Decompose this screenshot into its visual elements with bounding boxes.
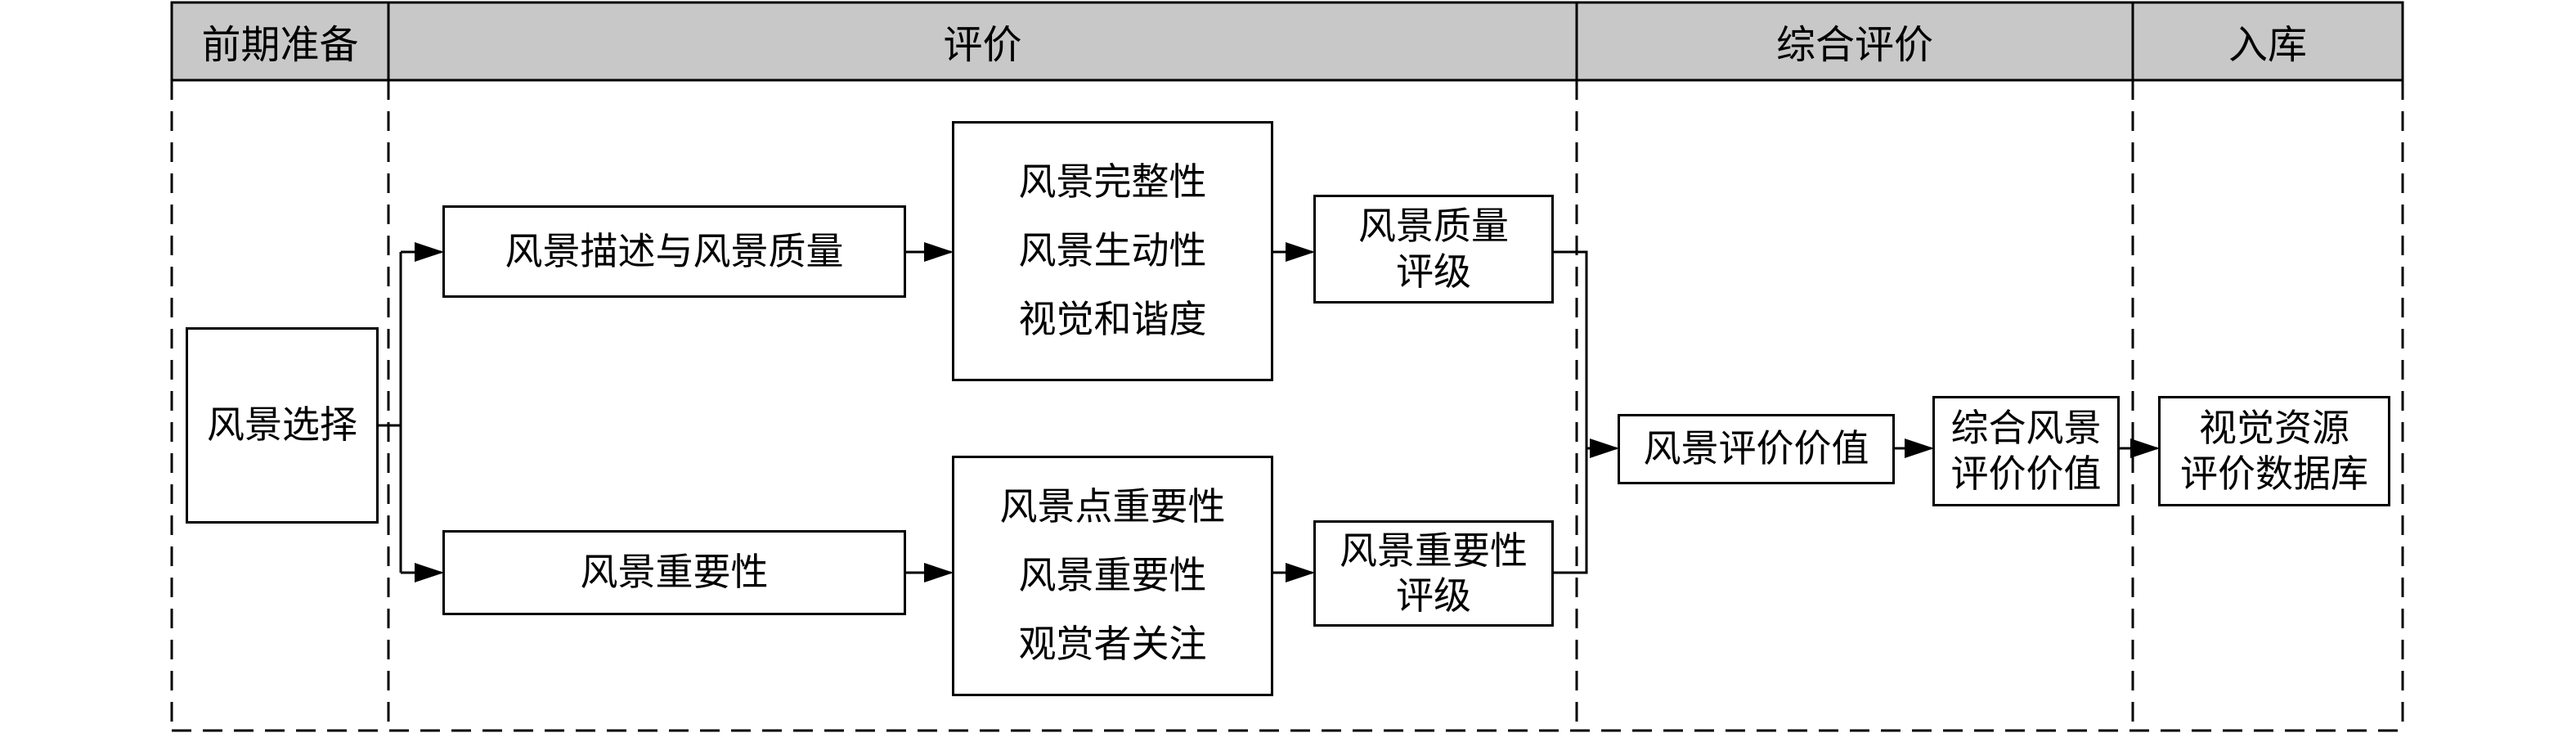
connector-merge [1554, 250, 1588, 574]
node-label: 风景描述与风景质量 [505, 228, 844, 273]
stage-label-eval: 评价 [943, 22, 1022, 68]
stage-label-storage: 入库 [2228, 22, 2307, 68]
stage-frames [170, 80, 2404, 732]
factor-label: 观赏者关注 [1018, 621, 1207, 666]
stage-header-storage: 入库 [2133, 0, 2403, 82]
node-comprehensive-value: 综合风景 评价价值 [1932, 396, 2120, 506]
node-label-line: 风景重要性 [1340, 528, 1528, 573]
node-label-line: 风景质量 [1358, 204, 1509, 249]
node-importance-grade: 风景重要性 评级 [1313, 520, 1554, 627]
node-quality-grade: 风景质量 评级 [1313, 195, 1554, 304]
factor-label: 风景生动性 [1018, 228, 1207, 273]
header-separators [387, 2, 2134, 80]
stage-header-prep: 前期准备 [172, 0, 388, 82]
node-description-quality: 风景描述与风景质量 [442, 205, 906, 298]
node-label-line: 评价价值 [1950, 451, 2102, 496]
node-quality-factors: 风景完整性 风景生动性 视觉和谐度 [952, 121, 1273, 381]
node-database: 视觉资源 评价数据库 [2158, 396, 2390, 506]
stage-label-prep: 前期准备 [201, 22, 359, 68]
node-label-line: 评级 [1396, 573, 1471, 618]
node-importance: 风景重要性 [442, 530, 906, 615]
node-label-line: 视觉资源 [2199, 406, 2349, 451]
node-label-line: 综合风景 [1950, 406, 2102, 451]
factor-label: 视觉和谐度 [1018, 296, 1207, 341]
node-label: 风景评价价值 [1643, 426, 1869, 471]
header-band [170, 1, 2404, 82]
stage-header-eval: 评价 [388, 0, 1577, 82]
node-evaluation-value: 风景评价价值 [1618, 414, 1895, 484]
factor-label: 风景点重要性 [999, 484, 1226, 529]
node-label: 风景重要性 [580, 550, 769, 595]
connectors [379, 242, 2160, 582]
node-importance-factors: 风景点重要性 风景重要性 观赏者关注 [952, 456, 1273, 696]
factor-label: 风景重要性 [1018, 553, 1207, 598]
node-scenery-selection: 风景选择 [186, 327, 379, 524]
node-label-line: 评价数据库 [2180, 451, 2368, 496]
stage-label-comprehensive: 综合评价 [1775, 22, 1933, 68]
node-label: 风景选择 [207, 402, 357, 447]
node-label-line: 评级 [1396, 249, 1471, 294]
stage-header-comprehensive: 综合评价 [1577, 0, 2133, 82]
factor-label: 风景完整性 [1018, 160, 1207, 205]
